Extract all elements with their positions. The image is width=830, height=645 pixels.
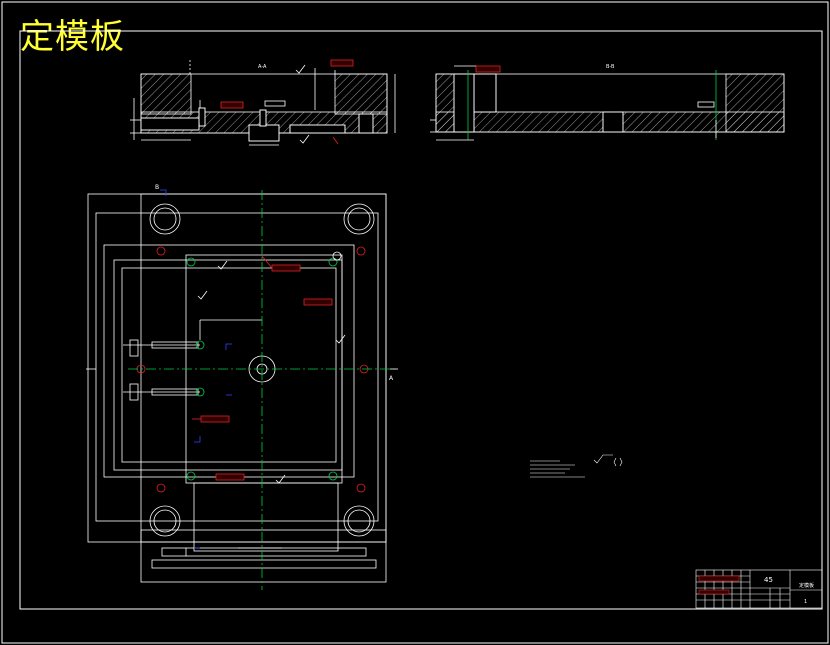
section-a-label: A-A [258, 64, 267, 70]
title-block-sheet: 1 [804, 599, 807, 605]
section-marker-b: B [155, 184, 159, 191]
section-view-a: A-A [130, 59, 396, 146]
title-block [695, 569, 823, 609]
technical-notes [530, 454, 623, 478]
title-block-name: 定模板 [799, 582, 814, 589]
section-b-label: B-B [606, 64, 615, 70]
plan-view [86, 189, 398, 590]
section-view-b: B-B [430, 64, 785, 141]
section-marker-a: A [389, 375, 394, 382]
title-block-scale: 45 [764, 576, 773, 584]
drawing-title: 定模板 [20, 17, 125, 57]
inner-border [19, 30, 823, 610]
